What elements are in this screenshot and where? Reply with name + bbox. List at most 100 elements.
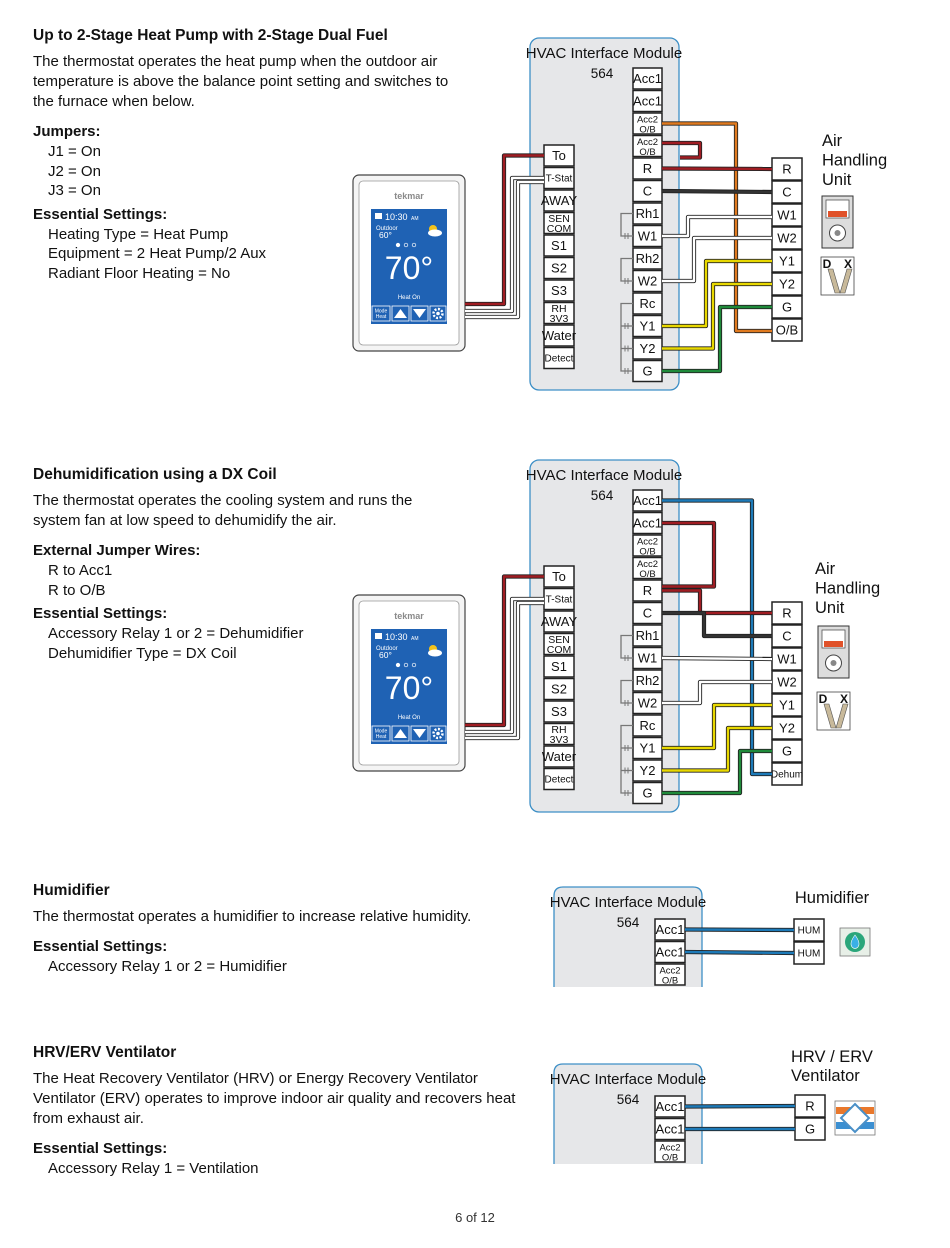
terminal: Acc1 (632, 489, 663, 512)
terminal-label: G (642, 364, 652, 379)
ventilator-icon (834, 1100, 876, 1136)
terminal-label: W1 (777, 652, 797, 667)
wire-red (662, 520, 717, 589)
terminal-label: Rh2 (636, 673, 660, 688)
terminal-label: G (642, 786, 652, 801)
ventilator-label: HRV / ERV (791, 1048, 873, 1066)
terminal-label: SEN (548, 213, 570, 225)
wire-black (662, 610, 772, 639)
dx-letter: X (840, 692, 848, 706)
brand-logo: tekmar (394, 191, 424, 201)
terminal-box (632, 89, 663, 113)
terminal-label: HUM (798, 949, 821, 960)
terminal-label: W1 (638, 651, 658, 666)
terminal-box (543, 610, 575, 633)
outdoor-temp: 60° (379, 650, 392, 660)
heat-status: Heat On (398, 295, 420, 301)
section-heat-pump: Up to 2-Stage Heat Pump with 2-Stage Dua… (33, 26, 533, 287)
terminal-label: R (782, 606, 791, 621)
terminal-box (632, 67, 663, 90)
terminal-label: O/B (639, 125, 655, 136)
cloud-icon (428, 649, 442, 657)
wire-white (465, 600, 544, 741)
terminal-box (543, 346, 575, 370)
dx-letter: X (844, 257, 852, 271)
jumper-stub (624, 278, 629, 284)
terminal: S3 (543, 279, 575, 302)
mode-label: Mode (375, 309, 388, 315)
terminal: Detect (543, 346, 575, 370)
wire-core (662, 611, 772, 638)
group-heading: Essential Settings: (33, 605, 168, 622)
mode-label: Mode (375, 729, 388, 735)
terminal: W1 (771, 647, 803, 671)
terminal-label: Detect (545, 354, 574, 365)
ahu-label: Handling (815, 580, 880, 598)
jumper-stub (624, 700, 629, 706)
terminal-label: S1 (551, 238, 567, 253)
terminal: G (771, 295, 803, 319)
furnace-icon (821, 195, 854, 249)
page-dot (395, 242, 401, 248)
list-item: J1 = On (48, 143, 101, 160)
jumper-stub (624, 790, 629, 796)
terminal-box (632, 534, 663, 557)
terminal: R (632, 157, 663, 180)
terminal-box (543, 722, 575, 746)
wire-core (465, 154, 544, 306)
terminal-box (632, 134, 663, 158)
group-heading: Essential Settings: (33, 1140, 168, 1157)
terminal: T-Stat (543, 166, 575, 190)
calendar-icon (375, 213, 382, 219)
section-ventilator: HRV/ERV Ventilator The Heat Recovery Ven… (33, 1043, 533, 1183)
terminal: Y2 (771, 272, 803, 296)
wire-core (661, 189, 773, 194)
mode-button-frame (371, 305, 391, 322)
terminal-label: Detect (545, 775, 574, 786)
terminal-label: W2 (777, 231, 797, 246)
terminal-label: Acc2 (637, 537, 658, 548)
heat-exchanger-core (839, 1102, 871, 1134)
terminal-label: Dehum (771, 770, 803, 781)
terminal-label: W1 (777, 208, 797, 223)
page-dot (403, 242, 409, 248)
terminal-label: Acc2 (637, 559, 658, 570)
wire-core (662, 521, 716, 588)
terminal: Detect (543, 767, 575, 791)
terminal: W2 (632, 269, 663, 293)
terminal-label: R (643, 161, 652, 176)
terminal-label: S2 (551, 682, 567, 697)
terminal: Acc1 (654, 918, 686, 941)
wire-blue (684, 1103, 796, 1109)
terminal-label: Y1 (640, 319, 656, 334)
heat-status: Heat On (398, 715, 420, 721)
dx-letter: D (823, 257, 832, 271)
humidifier-icon (839, 927, 871, 957)
wire-core (684, 1104, 796, 1108)
down-button (410, 725, 429, 742)
blower-hub (834, 230, 841, 236)
terminal-label: Y2 (640, 341, 656, 356)
terminal-label: Rh1 (636, 628, 660, 643)
terminal: R (771, 601, 803, 625)
terminal-box (543, 256, 575, 280)
list-item: Dehumidifier Type = DX Coil (48, 644, 237, 662)
wire-white (465, 175, 544, 314)
wire-core (465, 601, 544, 740)
wire-core (465, 176, 544, 313)
module-model: 564 (617, 915, 640, 930)
terminal-label: O/B (776, 323, 798, 338)
list-item: Equipment = 2 Heat Pump/2 Aux (48, 245, 267, 262)
terminal-box (654, 1140, 686, 1163)
down-button (410, 305, 429, 322)
wire-core (662, 141, 702, 159)
clock-time: 10:30 (385, 632, 408, 642)
terminal-label: Acc1 (633, 94, 662, 109)
terminal: Acc1 (632, 89, 663, 113)
jumpers-group: Jumpers: J1 = On J2 = On J3 = On (33, 122, 533, 201)
coil-slab (835, 703, 849, 729)
terminal-label: AWAY (541, 193, 578, 208)
wire-core (662, 703, 772, 750)
jumper-stub (624, 233, 629, 239)
